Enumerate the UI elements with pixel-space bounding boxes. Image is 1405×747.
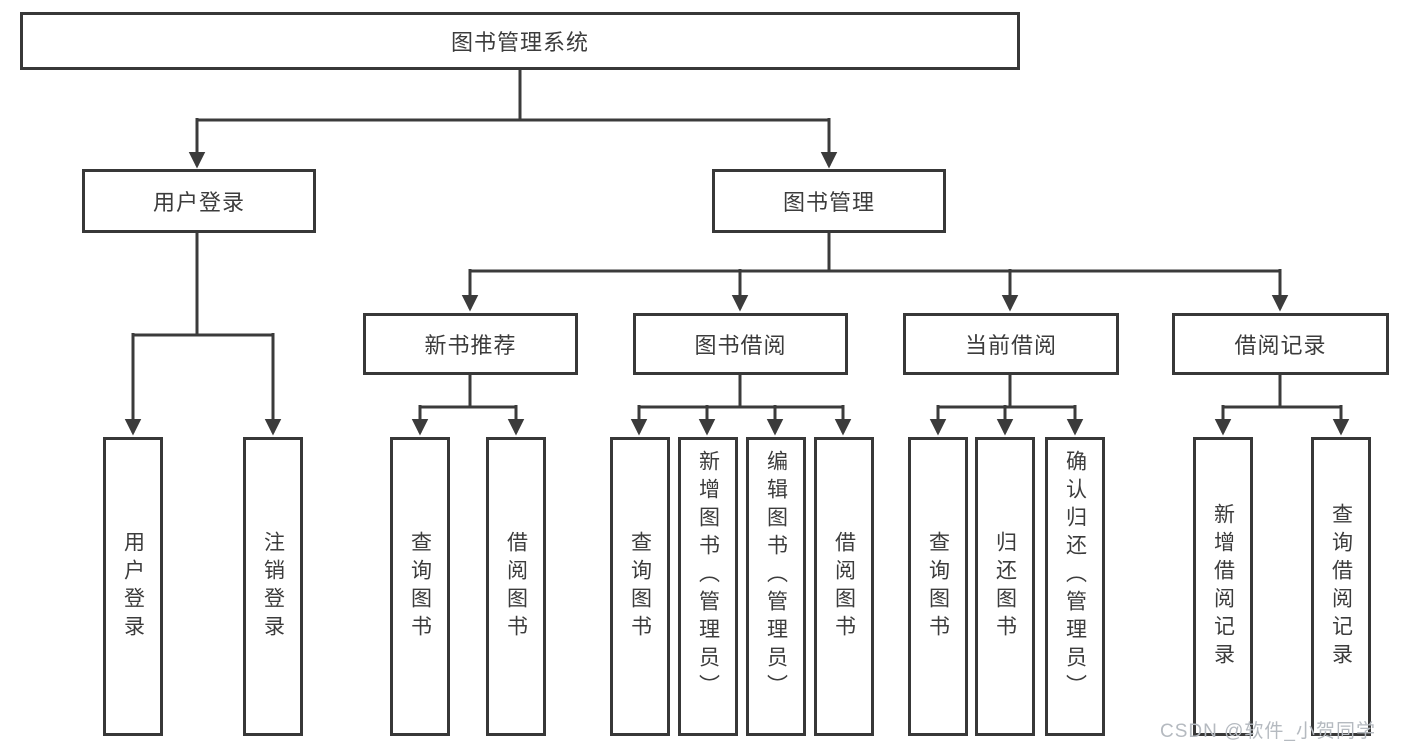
node-label: 图书管理 xyxy=(782,190,875,215)
leaf-logout: 注销登录 xyxy=(243,437,303,736)
node-new-book-recommend: 新书推荐 xyxy=(363,313,578,375)
node-current-borrowing: 当前借阅 xyxy=(903,313,1119,375)
leaf-query-borrow-record: 查询借阅记录 xyxy=(1311,437,1371,736)
node-label: 用户登录 xyxy=(121,530,145,643)
connector-root-to-level2 xyxy=(188,70,838,169)
node-label: 编辑图书（管理员） xyxy=(764,450,788,702)
node-label: 归还图书 xyxy=(993,530,1017,643)
node-label: 借阅图书 xyxy=(832,530,856,643)
node-label: 查询图书 xyxy=(926,530,950,643)
leaf-confirm-return-admin: 确认归还（管理员） xyxy=(1045,437,1105,736)
leaf-borrowing-borrow-book: 借阅图书 xyxy=(814,437,874,736)
node-label: 查询图书 xyxy=(628,530,652,643)
node-label: 查询图书 xyxy=(408,530,432,643)
node-label: 新书推荐 xyxy=(424,333,517,358)
node-label: 注销登录 xyxy=(261,530,285,643)
leaf-return-book: 归还图书 xyxy=(975,437,1035,736)
node-book-borrowing: 图书借阅 xyxy=(633,313,848,375)
leaf-recommend-query-book: 查询图书 xyxy=(390,437,450,736)
node-label: 借阅记录 xyxy=(1234,333,1327,358)
node-label: 图书管理系统 xyxy=(450,30,589,55)
connector-borrow-record-to-leaves xyxy=(1214,375,1350,436)
node-borrow-records: 借阅记录 xyxy=(1172,313,1389,375)
node-label: 借阅图书 xyxy=(504,530,528,643)
leaf-user-login: 用户登录 xyxy=(103,437,163,736)
node-label: 确认归还（管理员） xyxy=(1063,450,1087,702)
connector-current-borrow-to-leaves xyxy=(929,375,1084,436)
leaf-recommend-borrow-book: 借阅图书 xyxy=(486,437,546,736)
leaf-add-borrow-record: 新增借阅记录 xyxy=(1193,437,1253,736)
node-label: 用户登录 xyxy=(152,190,245,215)
connector-new-book-to-leaves xyxy=(411,375,525,436)
leaf-edit-book-admin: 编辑图书（管理员） xyxy=(746,437,806,736)
node-label: 当前借阅 xyxy=(964,333,1057,358)
node-book-management: 图书管理 xyxy=(712,169,946,233)
node-label: 新增借阅记录 xyxy=(1211,502,1235,671)
leaf-add-book-admin: 新增图书（管理员） xyxy=(678,437,738,736)
node-label: 查询借阅记录 xyxy=(1329,502,1353,671)
connector-book-borrow-to-leaves xyxy=(630,375,852,436)
leaf-current-query-book: 查询图书 xyxy=(908,437,968,736)
node-label: 新增图书（管理员） xyxy=(696,450,720,702)
leaf-borrowing-query-book: 查询图书 xyxy=(610,437,670,736)
csdn-watermark: CSDN @软件_小贺同学 xyxy=(1160,721,1376,742)
connector-book-mgmt-to-level3 xyxy=(461,233,1289,312)
connector-user-login-to-leaves xyxy=(124,233,282,436)
node-root-library-system: 图书管理系统 xyxy=(20,12,1020,70)
node-user-login: 用户登录 xyxy=(82,169,316,233)
node-label: 图书借阅 xyxy=(694,333,787,358)
